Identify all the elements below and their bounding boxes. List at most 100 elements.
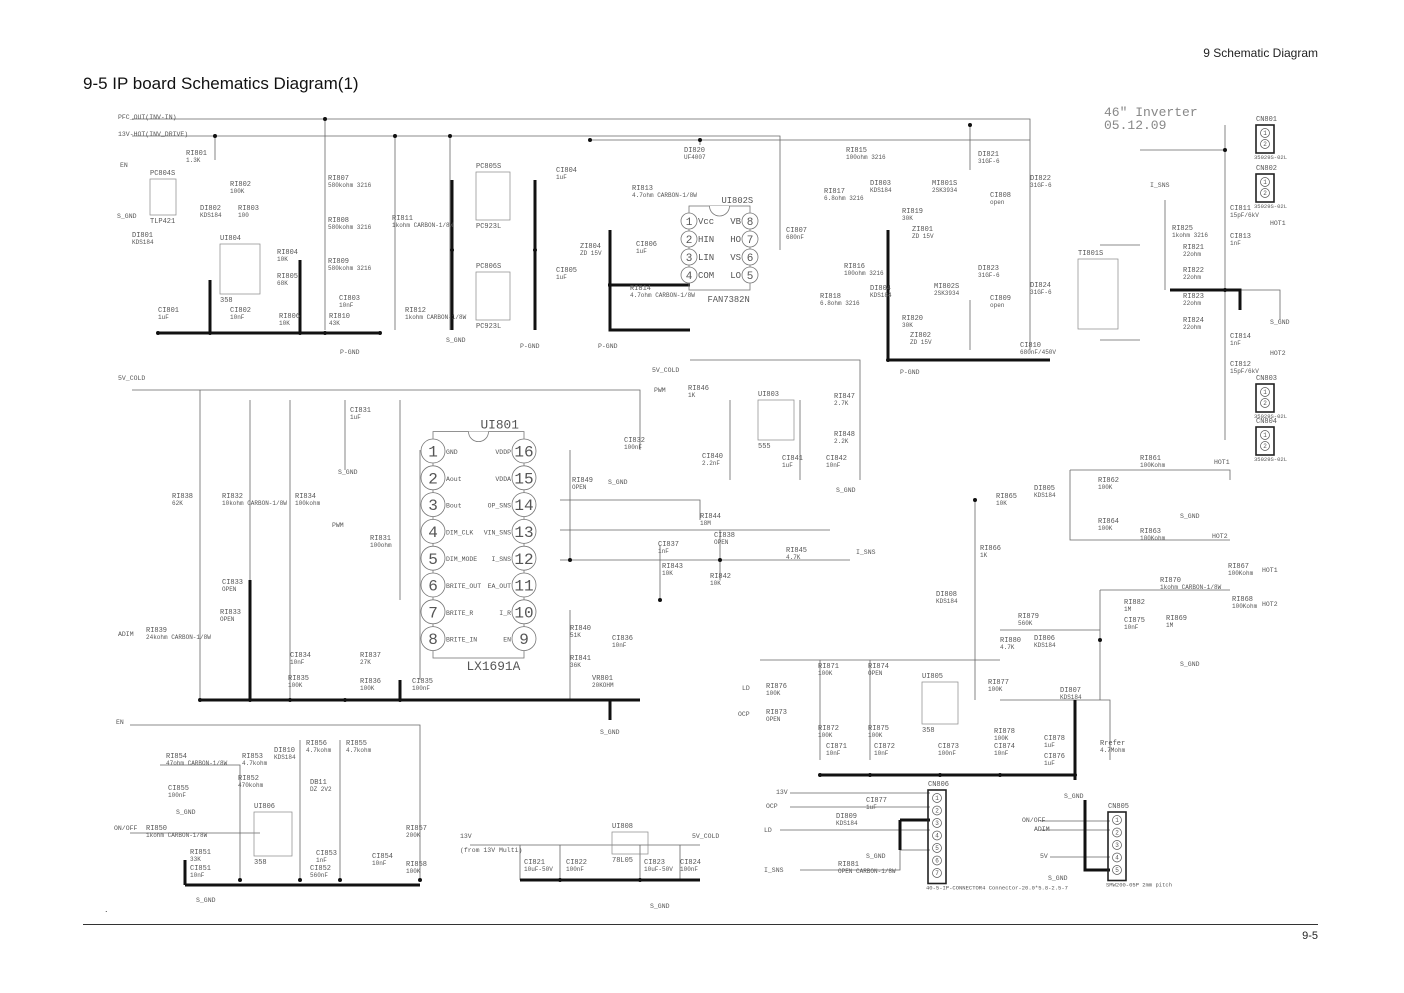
component-ref: CI806: [636, 241, 657, 249]
component-ref: CI875: [1124, 617, 1145, 625]
component-ref: RI806: [279, 313, 300, 321]
component-ref: RI865: [996, 493, 1017, 501]
ic-part: 358: [254, 859, 267, 867]
component-value: 100Kohm: [1140, 462, 1166, 469]
component-ref: CI822: [566, 859, 587, 867]
connector-pin-number: 4: [1115, 855, 1119, 862]
pin-number: 7: [428, 604, 438, 622]
net-label: S_GND: [176, 809, 196, 816]
component-value: KDS184: [1034, 492, 1056, 499]
component-ref: CI824: [680, 859, 701, 867]
net-label: HOT2: [1262, 601, 1278, 608]
pin-name: OP_SNS: [488, 503, 512, 510]
ic-ref: PC804S: [150, 170, 175, 178]
connector-pin-number: 3: [935, 820, 939, 827]
component-value: 1kohm CARBON-1/8W: [392, 222, 454, 229]
connector-pin: [932, 805, 942, 816]
pin-number: 3: [428, 497, 438, 515]
component-ref: RI876: [766, 683, 787, 691]
connector-pin-number: 3: [1115, 842, 1119, 849]
net-label: S_GND: [338, 469, 358, 476]
component-ref: RI841: [570, 655, 591, 663]
connector-pin-number: 2: [1263, 443, 1267, 450]
component-value: KDS184: [870, 292, 892, 299]
junction-dot: [998, 773, 1002, 777]
component-value: 1uF: [158, 314, 169, 321]
net-label: S_GND: [866, 853, 886, 860]
pin-name: DIM_MODE: [446, 556, 477, 563]
component-ref: CI814: [1230, 333, 1251, 341]
net-label: EN: [116, 719, 124, 726]
connector-pin-number: 5: [1115, 867, 1119, 874]
connector-ref: CN802: [1256, 165, 1277, 173]
pin-number: 14: [514, 497, 533, 515]
net-label: LD: [764, 827, 772, 834]
pin-number: 9: [519, 631, 529, 649]
net-label: 13V-HOT(INV_DRIVE): [118, 131, 188, 138]
connector-body: [927, 789, 947, 885]
connector-pin-number: 5: [935, 845, 939, 852]
pin-number: 4: [686, 271, 693, 283]
net-label: PWM: [654, 387, 666, 394]
component-ref: CI878: [1044, 735, 1065, 743]
component-value: 100K: [360, 685, 375, 692]
component-ref: DI821: [978, 151, 999, 159]
junction-dot: [343, 698, 347, 702]
component-value: 100K: [994, 735, 1009, 742]
net-label: P-GND: [900, 369, 920, 376]
component-value: 10nF: [230, 314, 245, 321]
component-value: 10nF: [826, 750, 841, 757]
junction-dot: [938, 773, 942, 777]
component-value: 2.2nF: [702, 460, 720, 467]
component-ref: CI837: [658, 541, 679, 549]
component-ref: CI803: [339, 295, 360, 303]
component-ref: DI824: [1030, 282, 1051, 290]
component-ref: CI874: [994, 743, 1015, 751]
component-ref: RI834: [295, 493, 316, 501]
ic-pin: [741, 248, 759, 266]
junction-dot: [238, 878, 242, 882]
component-ref: CI877: [866, 797, 887, 805]
component-value: KDS184: [836, 820, 858, 827]
component-ref: RI855: [346, 740, 367, 748]
ic-ref: UI808: [612, 823, 633, 831]
connector-pin: [1260, 441, 1270, 451]
net-label: 13V: [460, 833, 472, 840]
component-ref: RI825: [1172, 225, 1193, 233]
ic-pin: [420, 599, 446, 625]
revision-block: 46" Inverter 05.12.09: [1104, 105, 1198, 133]
ic-pin: [420, 465, 446, 491]
component-ref: CI841: [782, 455, 803, 463]
junction-dot: [1223, 288, 1227, 292]
component-ref: RI866: [980, 545, 1001, 553]
connector-pin: [1112, 815, 1122, 825]
connector-pin: [932, 855, 942, 866]
component-value: 31GF-6: [1030, 289, 1052, 296]
component-ref: RI879: [1018, 613, 1039, 621]
net-label: S_GND: [1064, 793, 1084, 800]
component-value: 560nF: [310, 872, 328, 879]
component-value: 1uF: [556, 174, 567, 181]
net-label: ADIM: [1034, 826, 1050, 833]
pin-name: VS: [730, 253, 741, 263]
connector-body: [1255, 426, 1275, 456]
connector-pin-number: 1: [1263, 130, 1267, 137]
ic-pin: [680, 230, 698, 248]
connector-pin-number: 1: [935, 795, 939, 802]
pin-name: BRITE_OUT: [446, 583, 481, 590]
connector-pin-number: 1: [1263, 179, 1267, 186]
component-ref: RI804: [277, 249, 298, 257]
component-ref: RI858: [406, 861, 427, 869]
connector-ref: CN806: [928, 781, 949, 789]
ic-pin: [420, 438, 446, 464]
junction-dot: [198, 698, 202, 702]
component-value: UF4007: [684, 154, 706, 161]
component-value: 100nF: [566, 866, 584, 873]
connector-pin: [1260, 430, 1270, 440]
component-value: 10nF: [290, 659, 305, 666]
pin-name: Aout: [446, 476, 462, 483]
component-value: DZ 2V2: [310, 786, 332, 793]
component-value: 10nF: [372, 860, 387, 867]
component-ref: CI836: [612, 635, 633, 643]
